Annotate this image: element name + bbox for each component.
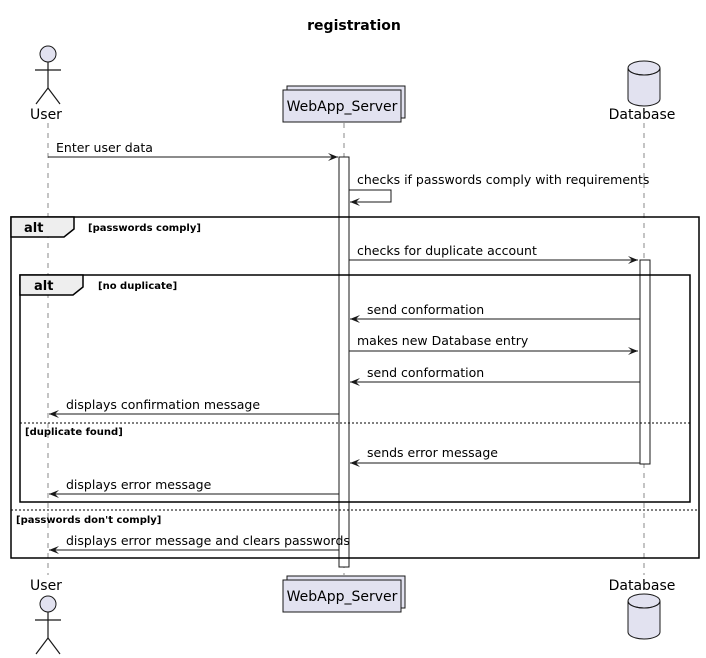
- message-label: checks for duplicate account: [357, 243, 537, 258]
- outer-alt-label: alt: [24, 221, 43, 236]
- server-label-bottom: WebApp_Server: [287, 589, 398, 605]
- message-label: send conformation: [367, 302, 484, 317]
- message-label: displays error message: [66, 477, 212, 492]
- database-icon-bottom: [627, 593, 661, 640]
- message-label: displays error message and clears passwo…: [66, 533, 350, 548]
- database-icon-top: [627, 60, 661, 107]
- message-label: sends error message: [367, 445, 498, 460]
- database-label-bottom: Database: [609, 578, 676, 594]
- message-label: makes new Database entry: [357, 333, 529, 348]
- user-actor-top: [35, 45, 61, 105]
- server-box-bottom: [282, 575, 406, 613]
- diagram-title: registration: [307, 18, 401, 34]
- user-actor-bottom: [35, 595, 61, 655]
- database-label-top: Database: [609, 107, 676, 123]
- outer-alt-tab: [10, 216, 75, 238]
- message-label: send conformation: [367, 365, 484, 380]
- inner-alt-tab: [19, 274, 84, 296]
- outer-alt-frame: [10, 216, 700, 559]
- user-label-top: User: [30, 107, 62, 123]
- inner-alt-frame: [19, 274, 691, 503]
- outer-else-guard: [passwords don't comply]: [16, 515, 161, 526]
- user-label-bottom: User: [30, 578, 62, 594]
- outer-alt-guard: [passwords comply]: [88, 223, 201, 234]
- database-activation: [639, 259, 651, 465]
- server-box-top: [282, 85, 406, 123]
- self-message-arrow: [349, 189, 392, 206]
- inner-else-guard: [duplicate found]: [25, 427, 123, 438]
- inner-alt-label: alt: [34, 279, 53, 294]
- message-label: displays confirmation message: [66, 397, 260, 412]
- inner-alt-guard: [no duplicate]: [98, 281, 177, 292]
- message-label: checks if passwords comply with requirem…: [357, 172, 649, 187]
- message-label: Enter user data: [56, 140, 153, 155]
- server-label-top: WebApp_Server: [287, 99, 398, 115]
- server-activation: [338, 156, 350, 568]
